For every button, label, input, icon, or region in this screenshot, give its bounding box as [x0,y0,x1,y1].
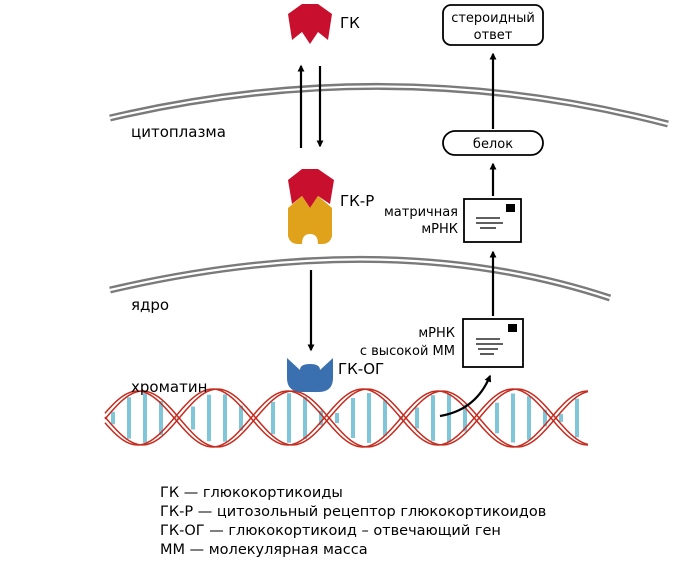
mature-mrna-line2: мРНК [421,222,458,237]
dna-base-pair [191,406,195,430]
dna-base-pair [271,401,275,435]
dna-base-pair [447,394,451,442]
cytoplasm-label: цитоплазма [131,123,226,141]
dna-base-pair [527,396,531,440]
dna-base-pair [431,395,435,441]
chromatin-label: хроматин [131,378,207,396]
dna-base-pair [319,410,323,426]
protein-box [442,130,544,156]
dna-base-pair [303,396,307,440]
dna-strand [104,388,589,446]
gk-og-label: ГК-ОГ [338,360,384,378]
dna-base-pair [463,404,467,432]
dna-base-pair [495,402,499,434]
gk-r-label: ГК-Р [340,192,374,210]
gk-label: ГК [340,14,360,32]
gk-hormone-icon [288,4,332,44]
legend-item-gk-og: ГК-ОГ — глюкокортикоид – отвечающий ген [160,523,501,539]
hmw-mrna-line2: с высокой ММ [360,344,455,359]
nuclear-membrane [109,255,612,302]
dna-base-pair [111,411,115,425]
hmw-mrna-line1: мРНК [418,326,455,341]
hmw-mrna-envelope-icon [462,318,524,368]
nucleus-label: ядро [131,296,169,314]
steroid-response-line2: ответ [474,28,513,43]
dna-base-pair [207,394,211,442]
dna-base-pair [143,393,147,443]
dna-base-pair [175,417,179,419]
dna-base-pair [383,400,387,436]
legend-item-mm: ММ — молекулярная масса [160,542,368,558]
legend-item-gk: ГК — глюкокортикоиды [160,485,343,501]
mature-mrna-line1: матричная [384,205,458,220]
chromatin-dna [104,388,589,448]
steroid-response-line1: стероидный [451,11,535,26]
protein-label: белок [473,137,513,152]
dna-base-pair [335,412,339,424]
dna-strand [104,390,589,448]
dna-base-pair [575,398,579,438]
dna-base-pair [511,393,515,443]
dna-base-pair [287,393,291,443]
dna-strand [104,390,589,448]
gk-r-complex-icon [288,169,334,244]
dna-base-pair [239,405,243,431]
steroid-response-box [442,4,544,46]
dna-base-pair [223,394,227,442]
arrow-transcription [439,374,492,418]
cell-membrane [109,82,669,128]
legend-item-gk-r: ГК-Р — цитозольный рецептор глюкокортико… [160,504,547,520]
dna-base-pair [127,397,131,439]
gk-og-gene-icon [287,358,333,392]
dna-base-pair [415,407,419,429]
dna-base-pair [351,398,355,438]
dna-base-pair [543,409,547,427]
mature-mrna-envelope-icon [463,198,522,243]
dna-strand [104,388,589,446]
legend: ГК — глюкокортикоиды ГК-Р — цитозольный … [160,484,546,560]
dna-base-pair [159,400,163,436]
dna-base-pair [367,393,371,443]
dna-base-pair [559,414,563,422]
